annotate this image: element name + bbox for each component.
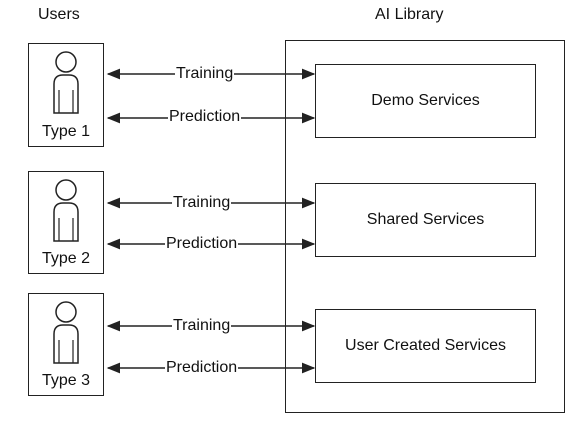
service-box-demo: Demo Services xyxy=(315,64,536,138)
ai-library-container xyxy=(285,40,565,413)
user-type-3-box: Type 3 xyxy=(28,293,104,396)
prediction-label: Prediction xyxy=(165,359,239,377)
user-type-label: Type 3 xyxy=(41,372,91,389)
training-label: Training xyxy=(172,317,232,335)
person-outline-icon xyxy=(53,301,79,364)
ai-library-heading: AI Library xyxy=(375,6,444,23)
prediction-label: Prediction xyxy=(165,235,239,253)
user-type-1-box: Type 1 xyxy=(28,43,104,147)
users-heading: Users xyxy=(38,6,80,23)
person-outline-icon xyxy=(53,179,79,242)
training-label: Training xyxy=(172,194,232,212)
user-type-2-box: Type 2 xyxy=(28,171,104,274)
person-outline-icon xyxy=(53,51,79,114)
service-box-shared: Shared Services xyxy=(315,183,536,257)
user-type-label: Type 2 xyxy=(41,250,91,267)
prediction-label: Prediction xyxy=(168,108,242,126)
training-label: Training xyxy=(175,65,235,83)
service-box-user-created: User Created Services xyxy=(315,309,536,383)
user-type-label: Type 1 xyxy=(41,123,91,140)
